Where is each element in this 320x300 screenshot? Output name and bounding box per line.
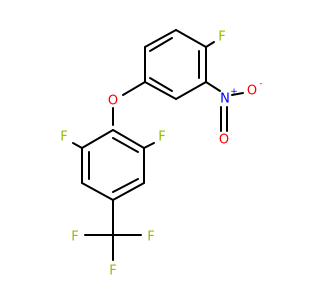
atom-f-cf3-left: F — [71, 230, 78, 245]
bond-layer — [72, 29, 244, 261]
molecule-structure: F N + O - O O F F F F F — [60, 29, 263, 279]
bond-lower-ring-3 — [112, 182, 145, 201]
bond-c-f-left — [72, 142, 83, 149]
atom-n-charge: + — [230, 87, 238, 97]
atom-o-nitro-single: O — [247, 84, 257, 99]
atom-o-nitro-double: O — [219, 133, 229, 148]
bond-c-o-ether — [122, 81, 146, 96]
atom-f-left: F — [60, 130, 67, 145]
bond-lower-ring-4 — [81, 182, 114, 201]
atom-f-cf3-right: F — [147, 230, 154, 245]
bond-c-n-nitro — [205, 81, 221, 92]
bond-lower-ring-6 — [81, 129, 114, 149]
bond-upper-ring-6-inner — [149, 37, 173, 52]
bond-upper-ring-4 — [144, 81, 177, 100]
atom-f-top: F — [218, 30, 225, 45]
atom-label-layer: F N + O - O O F F F F F — [60, 30, 262, 279]
bond-lower-ring-3-inner — [112, 178, 139, 193]
bond-upper-ring-4-inner — [149, 77, 173, 92]
bond-upper-ring-3 — [175, 81, 207, 100]
bond-n-o-single — [231, 92, 244, 96]
atom-f-right: F — [158, 130, 165, 145]
bond-upper-ring-1 — [175, 29, 207, 48]
bond-c-f-top — [205, 41, 215, 48]
atom-f-cf3-bottom: F — [109, 264, 116, 279]
atom-o-ether: O — [108, 94, 118, 109]
atom-o-nitro-charge: - — [259, 79, 262, 89]
atom-n-nitro: N — [220, 92, 230, 107]
bond-lower-ring-1 — [112, 129, 145, 149]
bond-c-f-right — [143, 142, 155, 149]
bond-lower-ring-1-inner — [112, 137, 139, 153]
bond-upper-ring-6 — [144, 29, 177, 48]
